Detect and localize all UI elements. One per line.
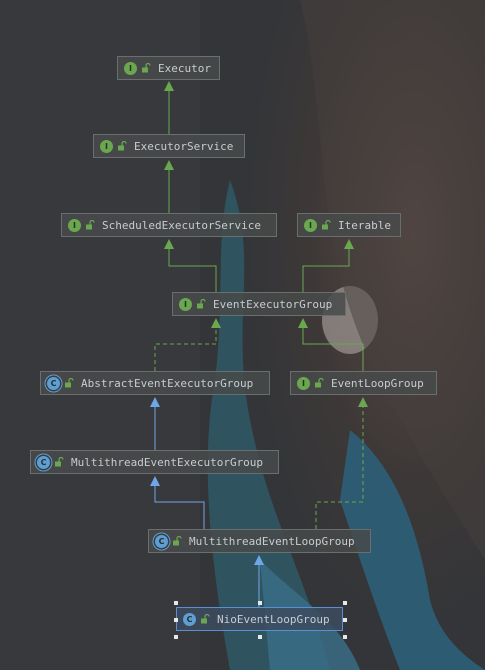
edge-multithreadloop-implements-eventloopgroup — [315, 397, 368, 529]
node-label: AbstractEventExecutorGroup — [81, 376, 254, 390]
edge-eventexecutorgroup-to-iterable — [302, 239, 354, 292]
open-lock-icon — [173, 536, 182, 546]
interface-icon: I — [297, 376, 310, 390]
open-lock-icon — [197, 299, 206, 309]
interface-icon: I — [100, 139, 113, 153]
open-lock-icon — [142, 63, 151, 73]
node-eventloopgroup[interactable]: I EventLoopGroup — [290, 371, 437, 395]
node-nioeventloopgroup[interactable]: C NioEventLoopGroup — [176, 607, 343, 631]
edge-abstract-implements-eventexecutorgroup — [154, 318, 221, 371]
edge-eventexecutorgroup-to-scheduled — [164, 239, 217, 292]
node-label: MultithreadEventLoopGroup — [189, 534, 355, 548]
node-executor[interactable]: I Executor — [117, 56, 220, 80]
open-lock-icon — [322, 220, 331, 230]
selection-handle-right[interactable] — [343, 618, 347, 622]
node-label: MultithreadEventExecutorGroup — [71, 455, 264, 469]
abstract-class-icon: C — [47, 376, 60, 390]
interface-icon: I — [124, 61, 137, 75]
interface-icon: I — [304, 218, 317, 232]
node-executorservice[interactable]: I ExecutorService — [93, 134, 245, 158]
node-label: ExecutorService — [134, 139, 234, 153]
open-lock-icon — [201, 614, 210, 624]
edge-nio-to-multithreadloop — [254, 555, 264, 607]
selection-handle-bottom-right[interactable] — [343, 635, 347, 639]
abstract-class-icon: C — [37, 455, 50, 469]
node-abstracteventexecutorgroup[interactable]: C AbstractEventExecutorGroup — [40, 371, 270, 395]
open-lock-icon — [55, 457, 64, 467]
node-label: Iterable — [338, 218, 391, 232]
selection-handle-top[interactable] — [258, 601, 262, 605]
selection-handle-top-right[interactable] — [343, 601, 347, 605]
open-lock-icon — [65, 378, 74, 388]
class-icon: C — [183, 612, 196, 626]
selection-handle-bottom[interactable] — [258, 635, 262, 639]
interface-icon: I — [68, 218, 81, 232]
interface-icon: I — [179, 297, 192, 311]
edge-executorservice-to-executor — [164, 81, 174, 134]
node-label: EventLoopGroup — [331, 376, 424, 390]
node-label: Executor — [158, 61, 211, 75]
node-label: EventExecutorGroup — [213, 297, 333, 311]
open-lock-icon — [315, 378, 324, 388]
open-lock-icon — [118, 141, 127, 151]
node-scheduledexecutorservice[interactable]: I ScheduledExecutorService — [61, 213, 277, 237]
node-label: ScheduledExecutorService — [102, 218, 261, 232]
node-label: NioEventLoopGroup — [217, 612, 330, 626]
selection-handle-left[interactable] — [174, 618, 178, 622]
selection-handle-bottom-left[interactable] — [174, 635, 178, 639]
edge-scheduled-to-executorservice — [164, 160, 174, 213]
edge-eventloopgroup-to-eventexecutorgroup — [298, 318, 364, 371]
abstract-class-icon: C — [155, 534, 168, 548]
node-iterable[interactable]: I Iterable — [297, 213, 401, 237]
edge-multithreadexecutor-to-abstract — [150, 397, 160, 450]
selection-handle-top-left[interactable] — [174, 601, 178, 605]
node-multithreadeventloopgroup[interactable]: C MultithreadEventLoopGroup — [148, 529, 371, 553]
node-multithreadeventexecutorgroup[interactable]: C MultithreadEventExecutorGroup — [30, 450, 279, 474]
edge-multithreadloop-to-multithreadexecutor — [150, 476, 205, 529]
open-lock-icon — [86, 220, 95, 230]
node-eventexecutorgroup[interactable]: I EventExecutorGroup — [172, 292, 346, 316]
